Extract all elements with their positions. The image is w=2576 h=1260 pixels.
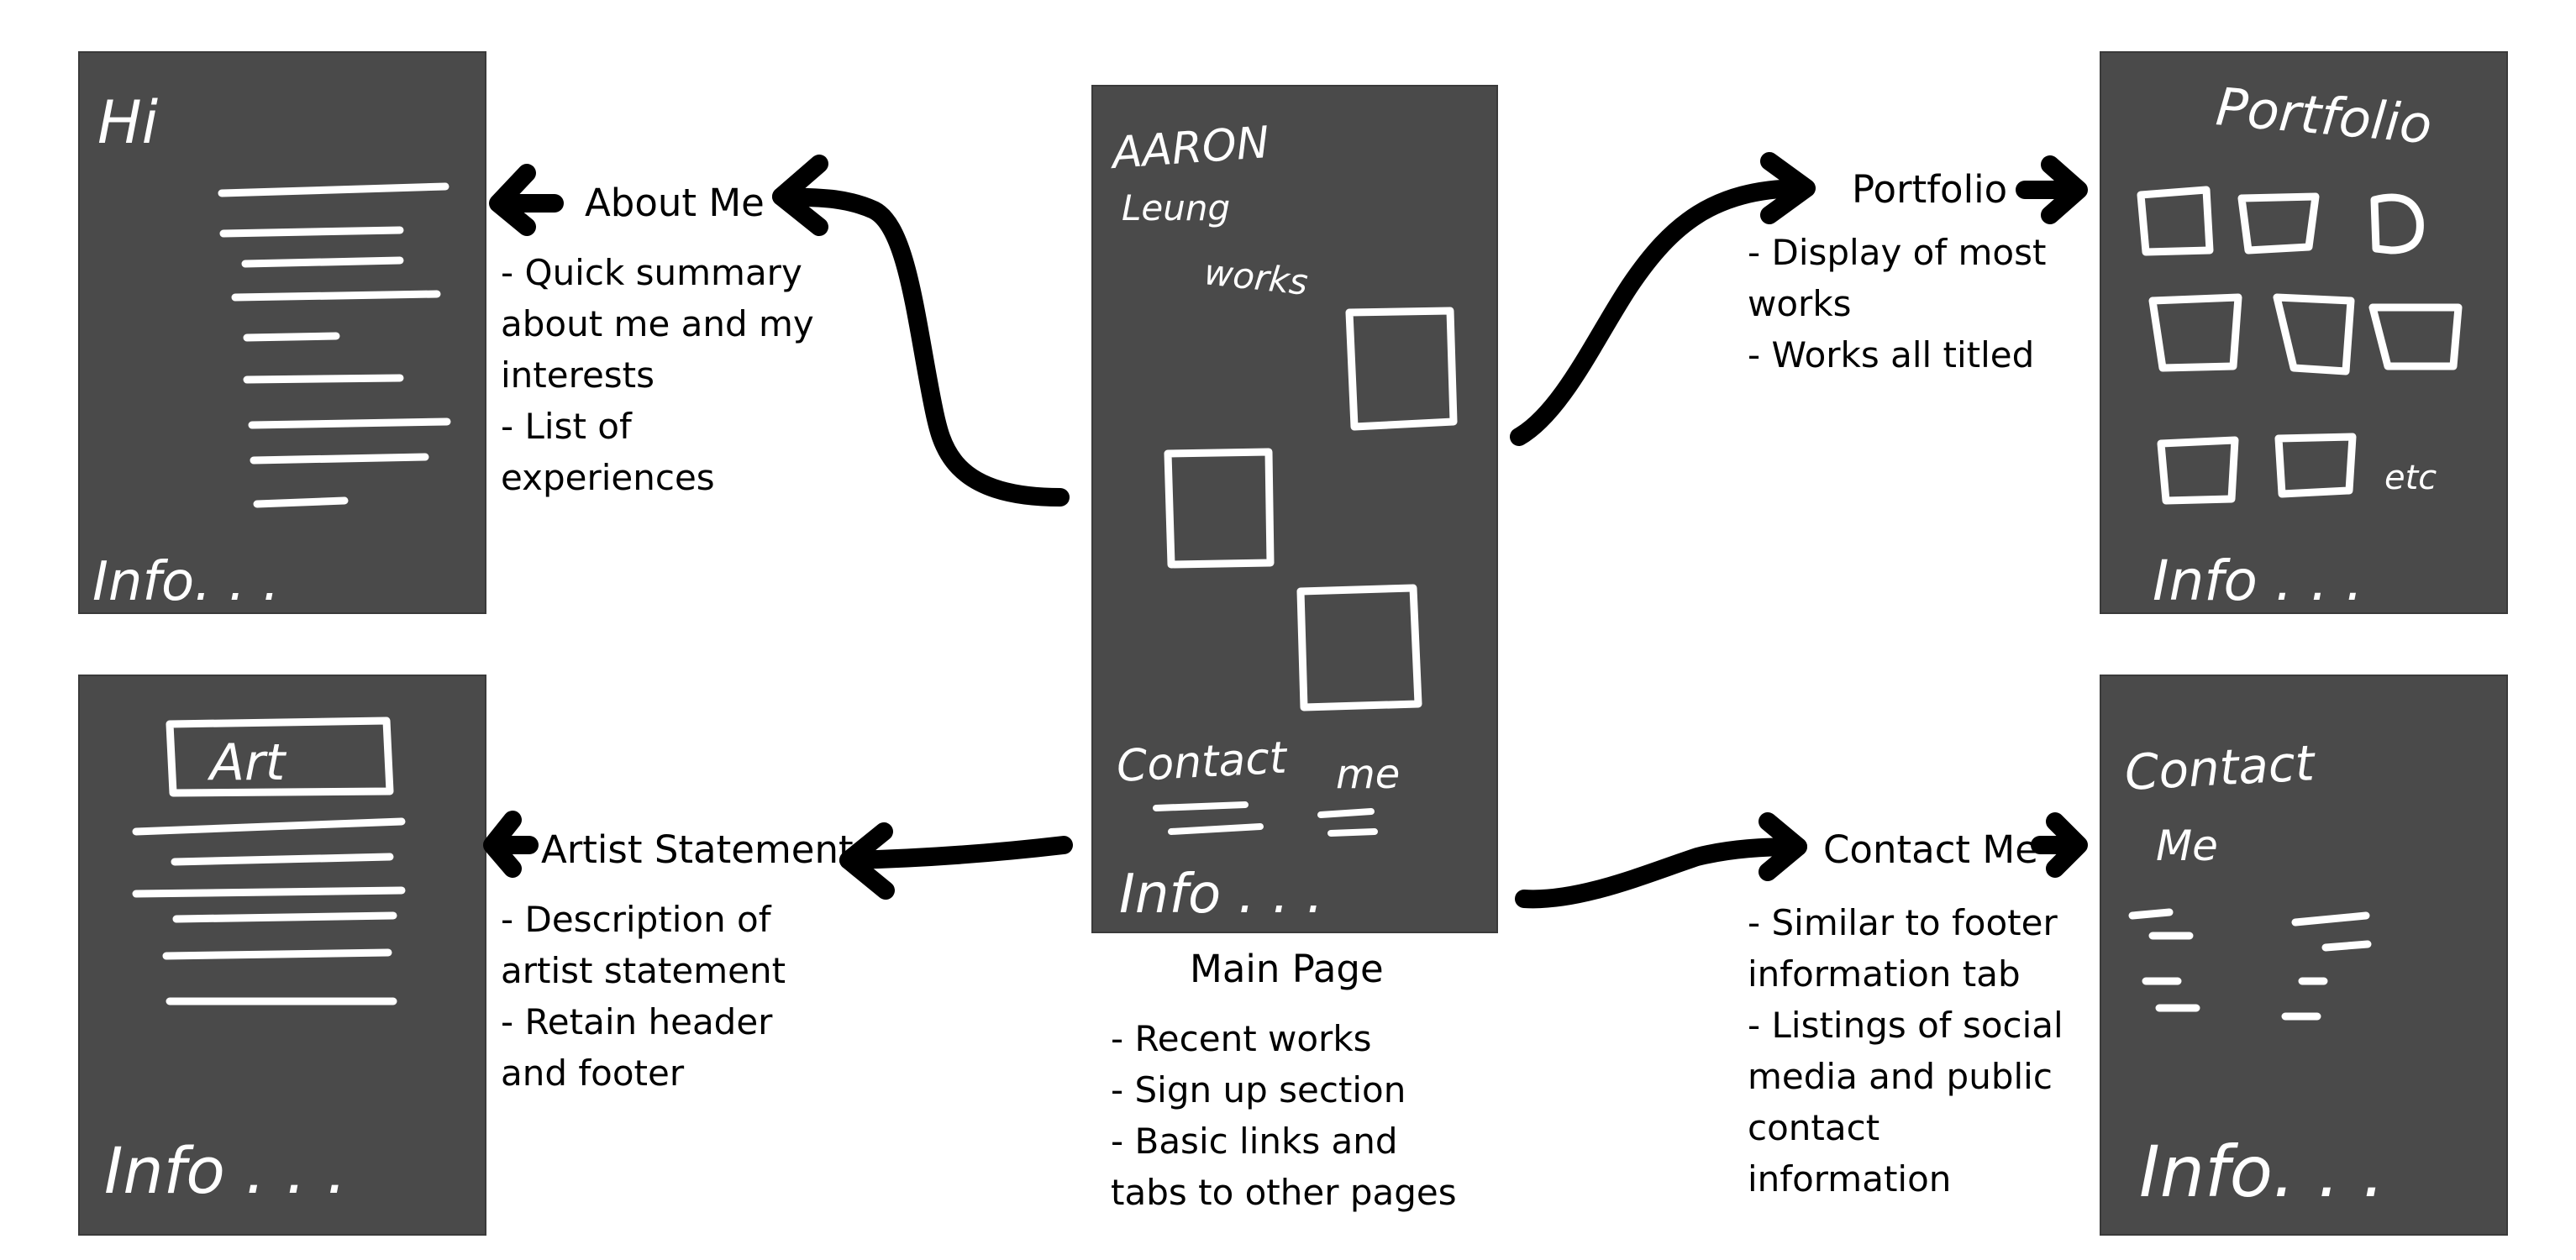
work-thumbnail-sketch — [1345, 307, 1458, 431]
portfolio-thumbnail-sketch — [2137, 186, 2214, 256]
main-page-sketch-surname: Leung — [1122, 187, 1230, 228]
contact-me-sketch-subheading: Me — [2156, 822, 2218, 870]
work-thumbnail-sketch — [1164, 448, 1275, 569]
about-me-note: interests — [501, 354, 655, 396]
portfolio-thumbnail-sketch — [2370, 193, 2424, 255]
portfolio-note: - Works all titled — [1748, 334, 2035, 375]
main-page-sketch-me: me — [1336, 751, 1400, 798]
about-me-sketch-greeting: Hi — [97, 88, 159, 157]
main-page-sketch-footer: Info . . . — [1119, 864, 1323, 926]
main-page-title: Main Page — [1190, 947, 1384, 991]
arrow-from-portfolio-label — [2016, 155, 2088, 224]
portfolio-sketch-etc: etc — [2384, 459, 2437, 497]
contact-me-note: information tab — [1748, 953, 2021, 995]
signup-lines-sketch — [1153, 801, 1378, 837]
contact-me-notes: - Similar to footer information tab - Li… — [1748, 897, 2063, 1205]
main-page-note: - Sign up section — [1111, 1069, 1406, 1110]
main-page-notes: - Recent works - Sign up section - Basic… — [1111, 1013, 1457, 1218]
artist-statement-wireframe: Art Info . . . — [78, 675, 486, 1236]
arrow-to-contact-me — [1515, 812, 1807, 909]
arrow-to-portfolio — [1510, 152, 1816, 446]
about-me-sketch-footer: Info. . . — [92, 551, 280, 613]
about-me-text-lines-sketch — [218, 182, 451, 508]
artist-statement-heading-box-sketch — [166, 717, 394, 797]
contact-me-title: Contact Me — [1823, 827, 2038, 872]
main-page-sketch-name: AARON — [1108, 118, 1271, 179]
contact-me-sketch-footer: Info. . . — [2139, 1131, 2384, 1213]
portfolio-notes: - Display of most works - Works all titl… — [1748, 227, 2046, 381]
contact-me-note: information — [1748, 1158, 1952, 1200]
artist-statement-notes: - Description of artist statement - Reta… — [501, 894, 786, 1099]
artist-statement-note: artist statement — [501, 950, 786, 991]
about-me-note: about me and my — [501, 303, 814, 344]
artist-statement-text-lines-sketch — [132, 817, 406, 1005]
artist-statement-sketch-footer: Info . . . — [104, 1133, 347, 1208]
main-page-note: - Recent works — [1111, 1018, 1372, 1059]
portfolio-title: Portfolio — [1852, 167, 2008, 212]
about-me-wireframe: Hi Info. . . — [78, 51, 486, 614]
portfolio-sketch-footer: Info . . . — [2153, 549, 2363, 613]
about-me-title: About Me — [585, 181, 765, 225]
contact-me-note: - Listings of social — [1748, 1005, 2063, 1046]
portfolio-thumbnail-sketch — [2273, 293, 2355, 375]
portfolio-thumbnail-sketch — [2157, 436, 2239, 505]
main-page-wireframe: AARON Leung works Contact me Info . . . — [1091, 85, 1498, 933]
arrow-to-about-me — [772, 155, 1070, 507]
main-page-note: tabs to other pages — [1111, 1172, 1457, 1213]
portfolio-thumbnail-sketch — [2148, 293, 2242, 372]
portfolio-thumbnail-sketch — [2237, 192, 2320, 255]
contact-me-note: media and public — [1748, 1056, 2053, 1097]
artist-statement-sketch-heading: Art — [207, 733, 287, 792]
portfolio-note: - Display of most — [1748, 232, 2047, 273]
portfolio-thumbnail-sketch — [2274, 433, 2357, 498]
contact-me-sketch-heading: Contact — [2123, 734, 2317, 801]
contact-me-note: contact — [1748, 1107, 1880, 1148]
contact-info-lines-sketch — [2128, 908, 2372, 1021]
arrow-to-about-me-label — [489, 164, 564, 236]
portfolio-note: works — [1748, 283, 1852, 324]
work-thumbnail-sketch — [1296, 584, 1422, 711]
about-me-notes: - Quick summary about me and my interest… — [501, 247, 814, 503]
portfolio-wireframe: Portfolio etc Info . . . — [2100, 51, 2508, 614]
artist-statement-note: - Description of — [501, 899, 771, 940]
about-me-note: - List of — [501, 406, 632, 447]
contact-me-wireframe: Contact Me Info. . . — [2100, 675, 2508, 1236]
artist-statement-title: Artist Statement — [541, 827, 854, 872]
artist-statement-note: - Retain header — [501, 1001, 773, 1042]
arrow-to-artist-statement-label — [483, 811, 539, 878]
arrow-from-contact-me-label — [2031, 812, 2088, 878]
main-page-note: - Basic links and — [1111, 1121, 1398, 1162]
about-me-note: experiences — [501, 457, 715, 498]
arrow-to-artist-statement — [839, 822, 1073, 900]
about-me-note: - Quick summary — [501, 252, 802, 293]
artist-statement-note: and footer — [501, 1053, 685, 1094]
portfolio-thumbnail-sketch — [2368, 303, 2463, 370]
contact-me-note: - Similar to footer — [1748, 902, 2058, 943]
main-page-sketch-contact: Contact — [1116, 732, 1290, 792]
